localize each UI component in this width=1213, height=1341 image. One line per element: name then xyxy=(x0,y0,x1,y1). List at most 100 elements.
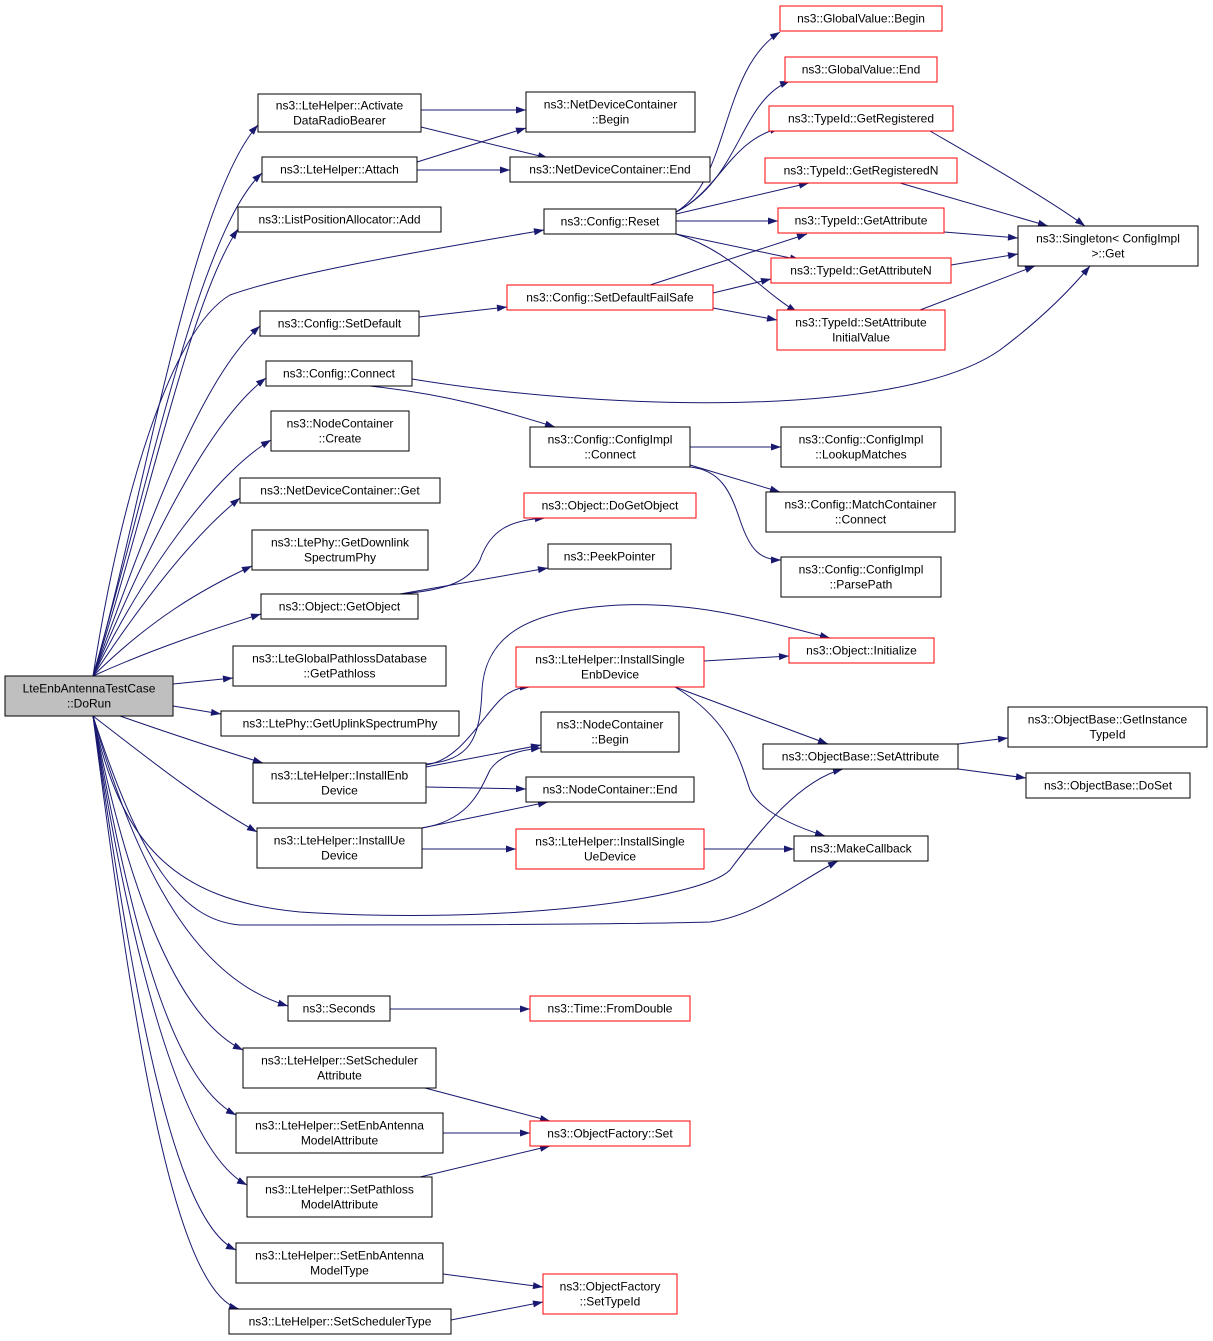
node-label: ns3::Object::GetObject xyxy=(279,600,401,614)
node-objfactory-set[interactable]: ns3::ObjectFactory::Set xyxy=(529,1120,691,1147)
node-time-fromdouble[interactable]: ns3::Time::FromDouble xyxy=(529,995,691,1022)
node-objbase-doset[interactable]: ns3::ObjectBase::DoSet xyxy=(1025,772,1191,799)
edge-line xyxy=(425,786,527,790)
node-nc-create[interactable]: ns3::NodeContainer::Create xyxy=(270,410,410,452)
node-singleton-get[interactable]: ns3::Singleton< ConfigImpl >::Get xyxy=(1017,225,1199,267)
node-obj-dogetobject[interactable]: ns3::Object::DoGetObject xyxy=(523,492,697,519)
node-tid-getattributen[interactable]: ns3::TypeId::GetAttributeN xyxy=(770,257,952,284)
node-box xyxy=(1025,772,1191,799)
node-label: ns3::LteHelper::SetScheduler xyxy=(261,1054,418,1068)
node-label: ns3::Config::ConfigImpl xyxy=(548,433,673,447)
edge-line xyxy=(92,124,259,677)
edge-cfg-setdefaultfs-to-tid-setattrinit xyxy=(712,307,778,322)
node-cfg-reset[interactable]: ns3::Config::Reset xyxy=(543,208,677,235)
node-label: ModelAttribute xyxy=(301,1198,379,1212)
node-peekpointer[interactable]: ns3::PeekPointer xyxy=(547,543,672,570)
node-label: ::Connect xyxy=(584,448,636,462)
node-label: ns3::NetDeviceContainer::End xyxy=(529,163,690,177)
node-cfgimpl-parsepath[interactable]: ns3::Config::ConfigImpl::ParsePath xyxy=(780,556,942,598)
node-label: ns3::LteHelper::Activate xyxy=(276,99,404,113)
node-label: ns3::Config::Reset xyxy=(561,215,660,229)
edge-root-to-seconds xyxy=(92,715,289,1007)
edge-install-single-enb-to-objbase-setattr xyxy=(674,686,829,745)
node-box xyxy=(529,995,691,1022)
node-box xyxy=(793,835,929,862)
node-lpa-add[interactable]: ns3::ListPositionAllocator::Add xyxy=(237,206,442,233)
edge-cfg-setdefault-to-cfg-setdefaultfs xyxy=(418,304,508,318)
node-box xyxy=(780,426,942,468)
node-tid-getregistered[interactable]: ns3::TypeId::GetRegistered xyxy=(768,105,954,132)
edge-line xyxy=(675,182,810,215)
node-nc-begin[interactable]: ns3::NodeContainer::Begin xyxy=(540,711,680,753)
node-set-enb-ant-attr[interactable]: ns3::LteHelper::SetEnbAntennaModelAttrib… xyxy=(235,1112,444,1154)
edge-install-ue-to-nc-begin xyxy=(421,745,542,829)
node-set-sched-type[interactable]: ns3::LteHelper::SetSchedulerType xyxy=(228,1308,452,1335)
node-label: ::LookupMatches xyxy=(815,448,906,462)
node-attach[interactable]: ns3::LteHelper::Attach xyxy=(261,156,418,183)
node-cfg-connect[interactable]: ns3::Config::Connect xyxy=(265,360,413,387)
edge-line xyxy=(675,233,798,313)
node-nc-end[interactable]: ns3::NodeContainer::End xyxy=(525,776,695,803)
node-ndc-begin[interactable]: ns3::NetDeviceContainer::Begin xyxy=(525,91,696,133)
edge-tid-getregistered-to-singleton-get xyxy=(929,130,1086,227)
node-label: SpectrumPhy xyxy=(304,551,376,565)
edge-root-to-objbase-setattr xyxy=(92,715,844,917)
node-box xyxy=(784,56,938,83)
node-objfactory-settypeid[interactable]: ns3::ObjectFactory::SetTypeId xyxy=(542,1273,678,1315)
edge-line xyxy=(399,567,549,595)
edge-root-to-pathloss-db xyxy=(172,675,234,685)
node-matchcont-connect[interactable]: ns3::Config::MatchContainer::Connect xyxy=(765,491,956,533)
node-cfg-setdefault[interactable]: ns3::Config::SetDefault xyxy=(259,310,420,337)
node-cfg-setdefaultfs[interactable]: ns3::Config::SetDefaultFailSafe xyxy=(506,284,714,311)
node-ul-phy[interactable]: ns3::LtePhy::GetUplinkSpectrumPhy xyxy=(220,710,460,737)
node-box xyxy=(509,156,711,183)
node-box xyxy=(540,711,680,753)
node-set-pathloss-attr[interactable]: ns3::LteHelper::SetPathlossModelAttribut… xyxy=(246,1176,433,1218)
arrowhead-icon xyxy=(250,326,260,336)
node-tid-getattribute[interactable]: ns3::TypeId::GetAttribute xyxy=(777,207,945,234)
node-tid-getregisteredn[interactable]: ns3::TypeId::GetRegisteredN xyxy=(764,157,958,184)
edge-root-to-nc-create xyxy=(92,439,272,677)
node-box xyxy=(270,410,410,452)
node-objbase-setattr[interactable]: ns3::ObjectBase::SetAttribute xyxy=(762,743,959,770)
node-label: ns3::MakeCallback xyxy=(810,842,912,856)
edge-line xyxy=(649,233,808,286)
node-gv-end[interactable]: ns3::GlobalValue::End xyxy=(784,56,938,83)
node-label: ns3::NodeContainer::End xyxy=(543,783,678,797)
node-cfgimpl-lookup[interactable]: ns3::Config::ConfigImpl::LookupMatches xyxy=(780,426,942,468)
node-ndc-end[interactable]: ns3::NetDeviceContainer::End xyxy=(509,156,711,183)
edge-line xyxy=(369,385,556,428)
node-gv-begin[interactable]: ns3::GlobalValue::Begin xyxy=(779,5,943,32)
edge-line xyxy=(92,497,241,677)
arrowhead-icon xyxy=(210,708,221,716)
edge-line xyxy=(419,1145,551,1178)
node-box xyxy=(525,776,695,803)
node-pathloss-db[interactable]: ns3::LteGlobalPathlossDatabase::GetPathl… xyxy=(232,645,447,687)
node-box xyxy=(287,995,391,1022)
node-obj-getobject[interactable]: ns3::Object::GetObject xyxy=(260,593,419,620)
edge-cfgimpl-connect-to-cfgimpl-parsepath xyxy=(689,466,782,564)
node-obj-initialize[interactable]: ns3::Object::Initialize xyxy=(788,637,935,664)
node-label: ns3::NodeContainer xyxy=(557,718,664,732)
node-box xyxy=(242,1047,437,1089)
node-box xyxy=(525,91,696,133)
edge-root-to-makecallback xyxy=(92,715,839,926)
arrowhead-icon xyxy=(277,999,288,1007)
node-makecallback[interactable]: ns3::MakeCallback xyxy=(793,835,929,862)
edge-attach-to-ndc-begin xyxy=(416,127,527,163)
node-label: ns3::LteHelper::SetEnbAntenna xyxy=(255,1119,424,1133)
node-cfgimpl-connect[interactable]: ns3::Config::ConfigImpl::Connect xyxy=(529,426,691,468)
node-box xyxy=(265,360,413,387)
node-seconds[interactable]: ns3::Seconds xyxy=(287,995,391,1022)
node-ndc-get[interactable]: ns3::NetDeviceContainer::Get xyxy=(239,477,441,504)
